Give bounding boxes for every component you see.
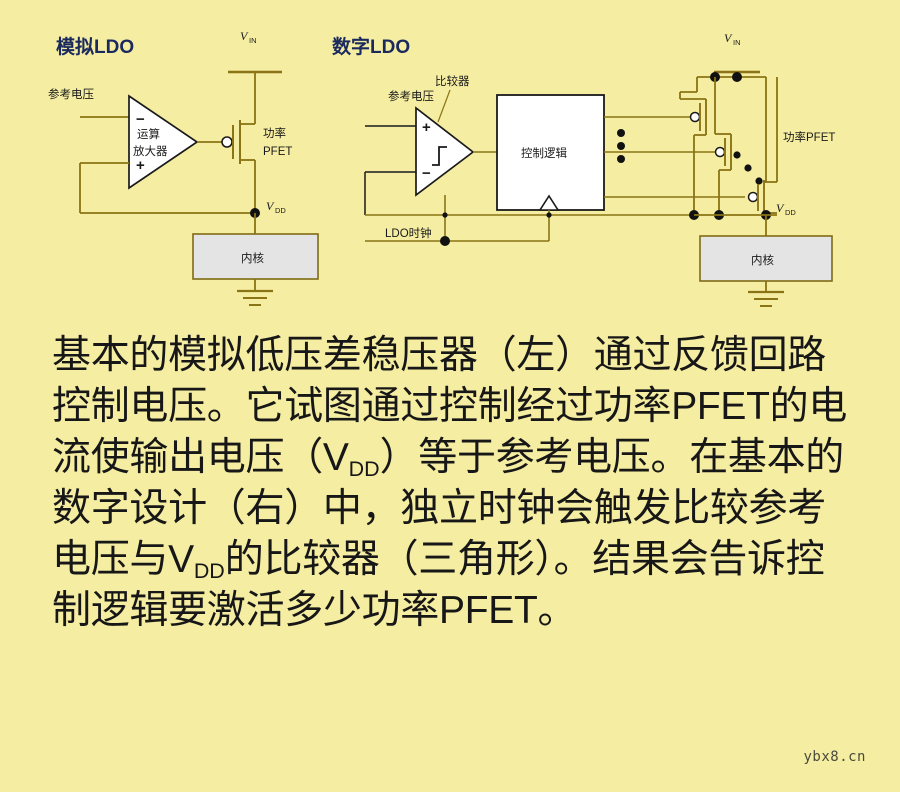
opamp-plus-sign: + [136, 157, 145, 174]
figure-caption: 基本的模拟低压差稳压器（左）通过反馈回路控制电压。它试图通过控制经过功率PFET… [52, 330, 852, 636]
digital-ldo-title: 数字LDO [332, 35, 410, 58]
digital-comparator-label: 比较器 [435, 74, 470, 88]
pfet1-gate-bubble-icon [689, 111, 701, 123]
analog-vdd-sublabel: DD [275, 206, 286, 215]
digital-vin-sublabel: IN [733, 38, 741, 47]
caption-subscript-2: DD [193, 559, 225, 584]
control-logic-block [496, 94, 605, 211]
pfet-ellipsis-dot-3 [755, 177, 763, 185]
pfet2-gate-bubble-icon [714, 146, 726, 158]
ldo-diagram-svg: 模拟LDO V IN 参考电压 − + 运算 放大器 [48, 29, 835, 307]
supply-node-dot-2 [732, 72, 742, 82]
analog-core-block [192, 233, 319, 280]
digital-power-pfet-label: 功率PFET [783, 130, 835, 144]
analog-ldo-group: 模拟LDO V IN 参考电压 − + 运算 放大器 [48, 29, 319, 306]
comparator-clock-crossing-dot [442, 212, 448, 218]
analog-power-pfet-label-line2: PFET [263, 146, 292, 158]
opamp-label-line1: 运算 [137, 127, 160, 141]
ldo-diagram-figure: 模拟LDO V IN 参考电压 − + 运算 放大器 [0, 0, 900, 318]
analog-vdd-label: V [266, 199, 275, 213]
opamp-triangle [128, 94, 199, 190]
analog-pfet-gate-bubble-icon [221, 136, 233, 148]
analog-vin-label: V [240, 29, 249, 43]
comparator-minus-sign: − [422, 165, 431, 182]
digital-vin-label: V [724, 31, 733, 45]
digital-comparator-leader-line [437, 89, 451, 123]
digital-vdd-sublabel: DD [785, 208, 796, 217]
caption-part-2: ）等于参考电压。在基本的数字设计（右）中，独立时钟会触发比较参考电压与V [52, 436, 844, 582]
analog-core-label: 内核 [241, 251, 264, 265]
site-watermark: ybx8.cn [803, 749, 866, 765]
hysteresis-step-icon [432, 146, 447, 166]
control-logic-label: 控制逻辑 [521, 146, 567, 160]
caption-part-3: 的比较器（三角形）。结果会告诉控制逻辑要激活多少功率PFET。 [52, 538, 825, 633]
pfetN-gate-bubble-icon [747, 191, 759, 203]
pfet-ellipsis-dot-2 [744, 164, 752, 172]
ldo-clock-node-dot [440, 236, 450, 246]
caption-subscript-1: DD [348, 457, 380, 482]
comparator-plus-sign: + [422, 119, 431, 136]
output-ellipsis-dot-2 [617, 142, 625, 150]
ldo-clock-label: LDO时钟 [385, 226, 432, 240]
analog-ref-voltage-label: 参考电压 [48, 87, 94, 101]
digital-vdd-label: V [776, 201, 785, 215]
digital-ldo-group: 数字LDO 比较器 参考电压 + − [332, 31, 835, 307]
analog-ldo-title: 模拟LDO [56, 35, 134, 58]
digital-core-label: 内核 [751, 253, 774, 267]
output-ellipsis-dot-1 [617, 129, 625, 137]
pfet-ellipsis-dot-1 [733, 151, 741, 159]
digital-ref-voltage-label: 参考电压 [388, 89, 434, 103]
comparator-triangle [415, 106, 475, 197]
opamp-label-line2: 放大器 [133, 144, 168, 158]
control-logic-clock-crossing-dot [546, 212, 552, 218]
analog-power-pfet-label-line1: 功率 [263, 126, 286, 140]
analog-vin-sublabel: IN [249, 36, 257, 45]
output-ellipsis-dot-3 [617, 155, 625, 163]
opamp-minus-sign: − [136, 111, 145, 128]
caption-part-1: 基本的模拟低压差稳压器（左）通过反馈回路控制电压。它试图通过控制经过功率PFET… [52, 334, 848, 480]
